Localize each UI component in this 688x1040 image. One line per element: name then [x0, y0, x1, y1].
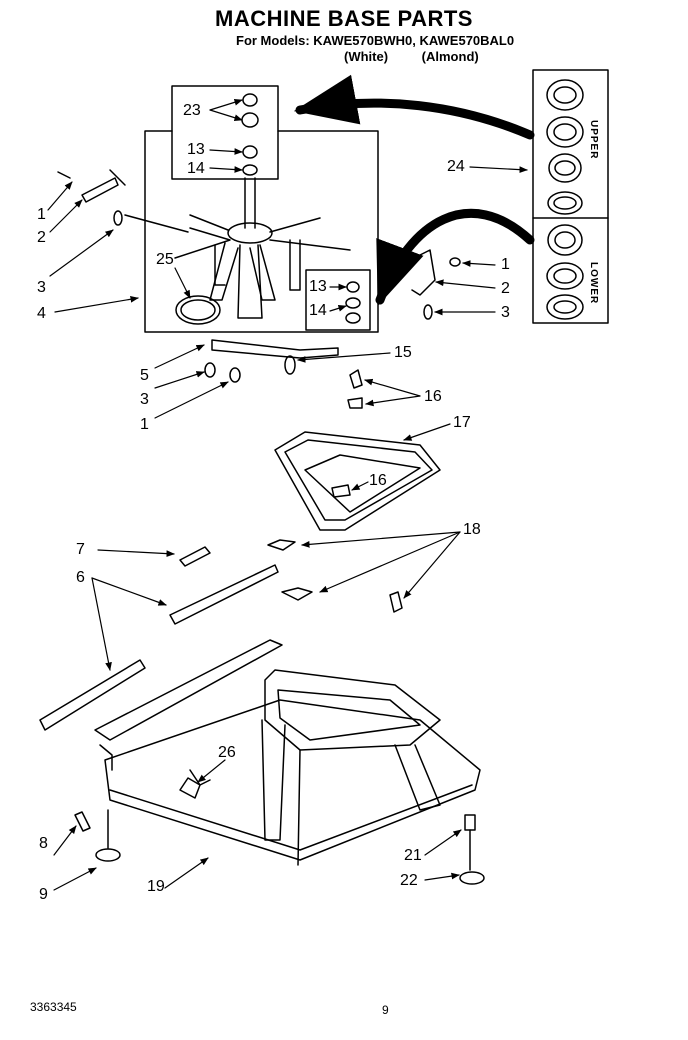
seal-ring [175, 295, 221, 325]
callout-5: 5 [140, 367, 149, 384]
callout-16-top: 16 [424, 388, 442, 405]
callout-25: 25 [156, 251, 174, 268]
callout-24: 24 [447, 158, 465, 175]
inset-upper-label: UPPER [588, 120, 599, 160]
callout-26: 26 [218, 744, 236, 761]
spin-tube-assembly [174, 177, 351, 319]
callout-3-right: 3 [501, 304, 510, 321]
hook-26 [179, 777, 201, 799]
callout-14-top: 14 [187, 160, 205, 177]
clip-18a [267, 539, 296, 551]
callout-17: 17 [453, 414, 471, 431]
bearing-rings [546, 79, 584, 320]
callout-13-top: 13 [187, 141, 205, 158]
leader-arrows [47, 99, 528, 891]
base-frame [94, 639, 481, 866]
callout-4: 4 [37, 305, 46, 322]
callout-1-left: 1 [37, 206, 46, 223]
bracket-left [81, 169, 126, 203]
inset-box-top [171, 85, 279, 180]
callout-23: 23 [183, 102, 201, 119]
spin-tube-frame [144, 130, 379, 333]
callout-1-bottom: 1 [140, 416, 149, 433]
callout-1-right: 1 [501, 256, 510, 273]
big-arrow-bottom [375, 208, 535, 306]
callout-14-right: 14 [309, 302, 327, 319]
callout-19: 19 [147, 878, 165, 895]
callout-3-left: 3 [37, 279, 46, 296]
callout-16-bottom: 16 [369, 472, 387, 489]
callout-15: 15 [394, 344, 412, 361]
callout-18: 18 [463, 521, 481, 538]
bracket-5 [211, 339, 339, 359]
callout-3-bottom: 3 [140, 391, 149, 408]
callout-2-left: 2 [37, 229, 46, 246]
bracket-right [411, 249, 436, 296]
inset-lower-label: LOWER [588, 262, 599, 305]
color-almond: (Almond) [421, 49, 479, 64]
callout-8: 8 [39, 835, 48, 852]
bearing-stack-right [345, 281, 361, 324]
inset-box-24 [532, 69, 609, 324]
document-number: 3363345 [30, 1000, 77, 1014]
color-variants: (White) (Almond) [344, 49, 509, 64]
page-number: 9 [382, 1003, 389, 1017]
callout-22: 22 [400, 872, 418, 889]
frame-17 [274, 431, 441, 531]
color-white: (White) [344, 49, 389, 64]
big-arrow-top [293, 74, 535, 140]
strip-6a [169, 564, 279, 625]
clip-16 [349, 369, 363, 389]
inset-box-right [305, 269, 371, 331]
callout-2-right: 2 [501, 280, 510, 297]
strip-6b [39, 659, 146, 731]
callout-6: 6 [76, 569, 85, 586]
callout-9: 9 [39, 886, 48, 903]
callout-7: 7 [76, 541, 85, 558]
bearing-stack-top [241, 93, 259, 176]
spring-7 [179, 546, 211, 567]
page-title: MACHINE BASE PARTS [215, 6, 473, 31]
callout-21: 21 [404, 847, 422, 864]
model-numbers: For Models: KAWE570BWH0, KAWE570BAL0 [236, 33, 515, 48]
callout-13-right: 13 [309, 278, 327, 295]
